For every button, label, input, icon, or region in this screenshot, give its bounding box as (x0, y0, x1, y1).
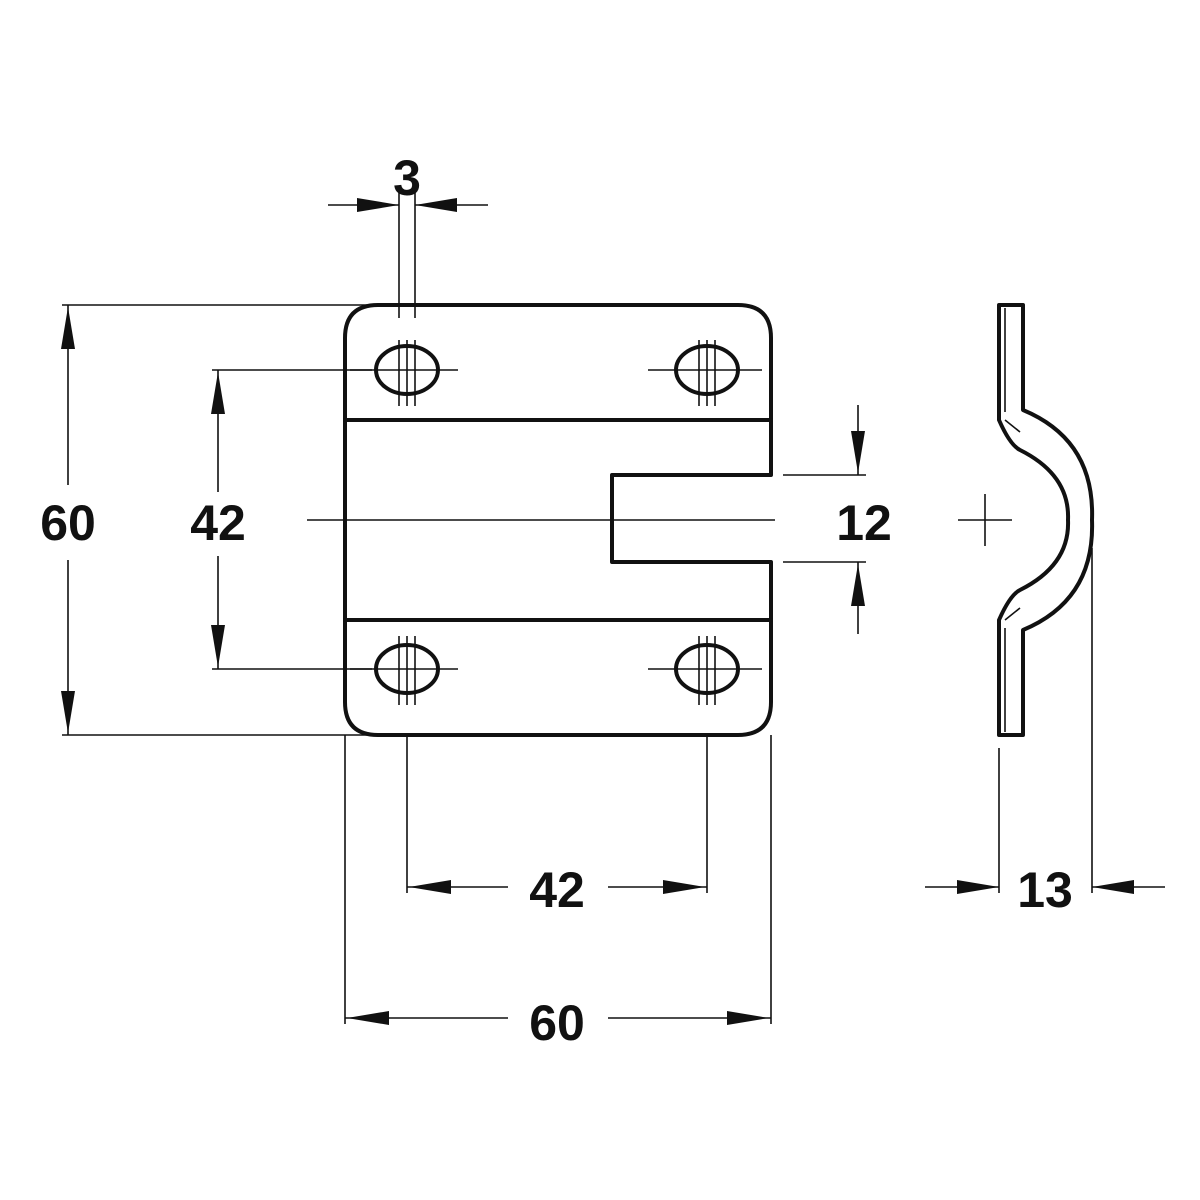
dimension-hole-spacing-horizontal: 42 (406, 735, 708, 918)
dimension-gap-width: 12 (783, 405, 892, 634)
screw-hole-top-left (350, 340, 458, 406)
side-hatch-line (1004, 607, 1021, 621)
side-profile (997, 303, 1095, 737)
dimension-depth: 13 (925, 548, 1165, 918)
side-view (958, 303, 1095, 737)
screw-hole-bottom-right (648, 636, 762, 705)
dimension-slot-width: 3 (328, 150, 488, 318)
dimension-hole-spacing-vertical: 42 (190, 369, 372, 670)
side-hatch-line (1004, 419, 1021, 433)
dimension-label-depth: 13 (1017, 862, 1073, 918)
plate-outline (343, 303, 773, 737)
center-cross-icon (958, 494, 1012, 546)
dimension-label-hole-spacing-horizontal: 42 (529, 862, 585, 918)
dimension-label-slot-width: 3 (393, 150, 421, 206)
screw-hole-bottom-left (350, 636, 458, 705)
dimension-overall-height: 60 (40, 304, 378, 736)
dimension-label-overall-height: 60 (40, 495, 96, 551)
front-view (307, 303, 775, 737)
dimension-overall-width: 60 (344, 735, 772, 1051)
screw-hole-top-right (648, 340, 762, 406)
dimension-label-gap-width: 12 (836, 495, 892, 551)
dimension-label-overall-width: 60 (529, 995, 585, 1051)
dimension-label-hole-spacing-vertical: 42 (190, 495, 246, 551)
